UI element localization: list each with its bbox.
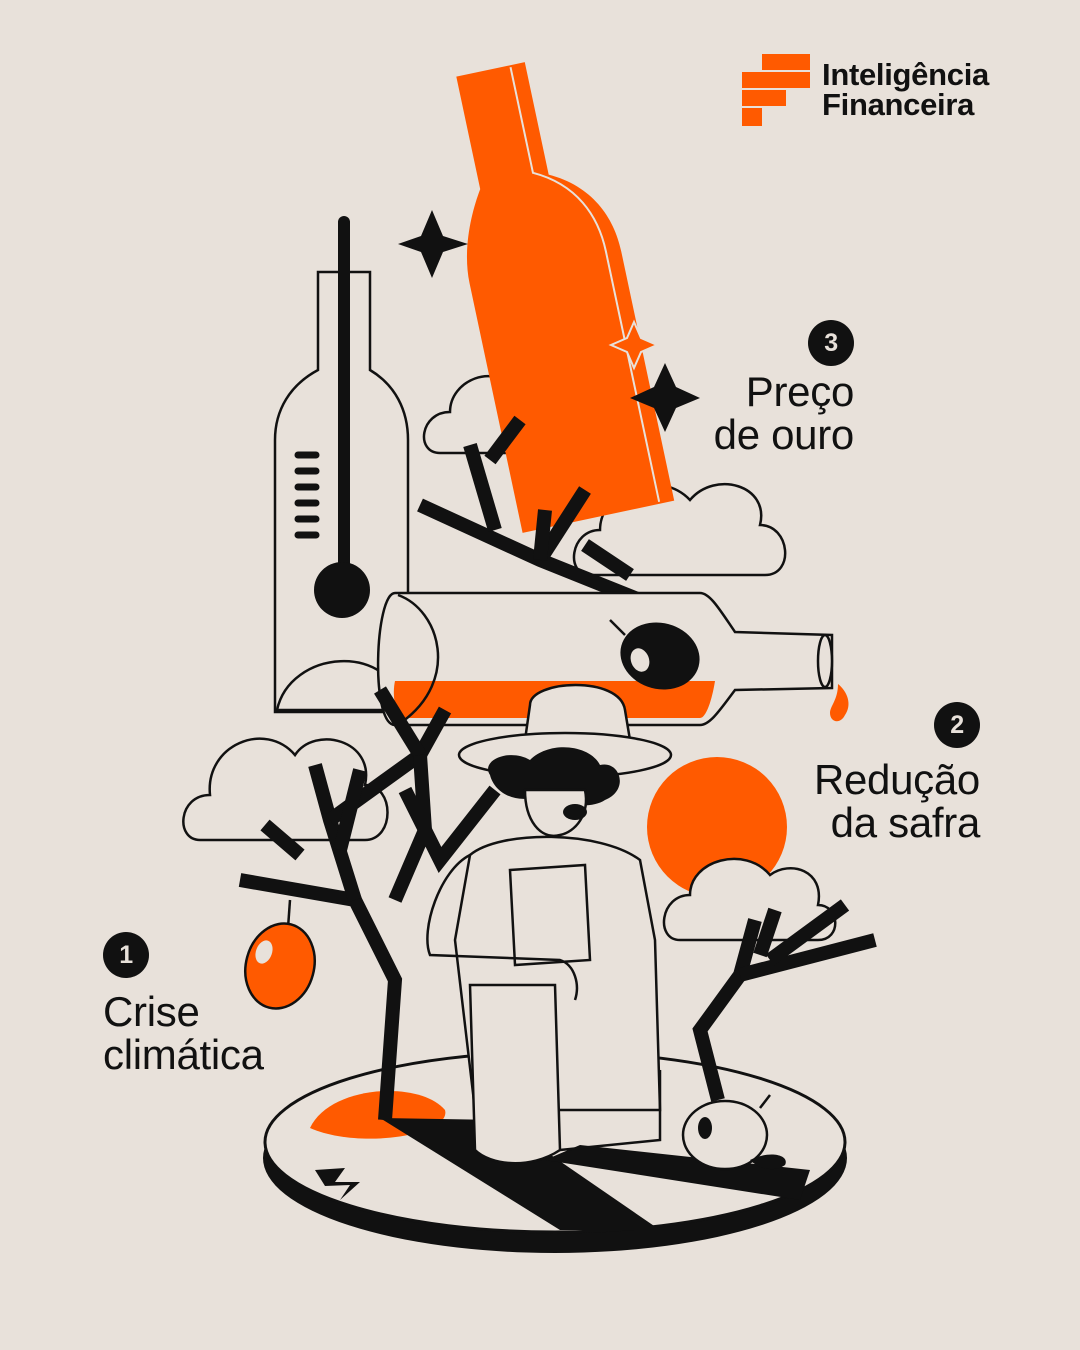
hanging-orange-olive: [244, 899, 316, 1010]
brand-name: Inteligência Financeira: [822, 57, 989, 122]
thermometer-bottle: [273, 216, 410, 714]
farmer-figure: [426, 683, 673, 1165]
brand-logo: Inteligência Financeira: [742, 54, 989, 126]
step-1-number-badge: 1: [103, 932, 149, 978]
tree-lower-left: [238, 686, 501, 1121]
sparkle-star-1: [398, 210, 468, 278]
step-1-line-2: climática: [103, 1031, 264, 1078]
step-1-line-1: Crise: [103, 988, 200, 1035]
sparkle-star-2: [630, 363, 700, 432]
orange-wine-bottle: [456, 62, 675, 533]
tree-right: [692, 899, 877, 1102]
step-1-label: 1 Crise climática: [103, 932, 264, 1076]
step-3-line-2: de ouro: [713, 411, 855, 458]
sparkle-star-3: [608, 319, 660, 371]
step-3-number-badge: 3: [808, 320, 854, 366]
step-3-label: 3 Preço de ouro: [714, 320, 854, 456]
tree-upper-branches: [417, 415, 643, 607]
step-2-line-1: Redução: [813, 756, 980, 803]
brand-line-2: Financeira: [822, 87, 975, 122]
step-2-number-badge: 2: [934, 702, 980, 748]
step-2-label: 2 Redução da safra: [814, 702, 980, 844]
brand-line-1: Inteligência: [822, 57, 989, 92]
ground-olive: [681, 1094, 786, 1171]
step-3-line-1: Preço: [745, 368, 855, 415]
brand-mark-icon: [742, 54, 810, 126]
olive-in-bottle: [609, 619, 700, 690]
lying-wine-bottle: [376, 591, 849, 727]
step-2-line-2: da safra: [830, 799, 981, 846]
